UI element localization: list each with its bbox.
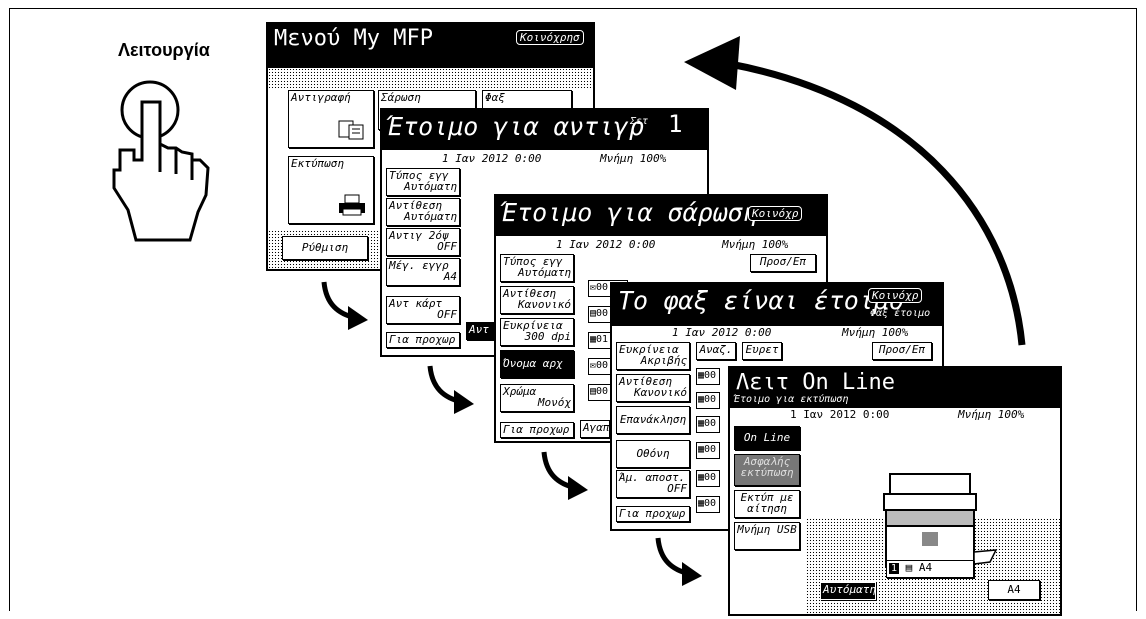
- fax-memory: Μνήμη 100%: [842, 326, 909, 339]
- tray-number-badge: 1: [889, 563, 900, 574]
- fax-index-button[interactable]: Ευρετ: [742, 342, 782, 360]
- hand-press-icon: [112, 80, 210, 242]
- fax-to-button[interactable]: Προσ/Επ: [872, 342, 932, 360]
- fax-shared-button[interactable]: Κοινόχρ: [868, 288, 923, 303]
- usb-memory-button[interactable]: Μνήμη USB: [734, 522, 800, 550]
- fax-icon: ▦: [698, 418, 705, 429]
- menu-title: Μενού My MFP: [274, 26, 433, 51]
- print-mode-button[interactable]: Εκτύπωση: [288, 156, 374, 224]
- next-arrow-2: [427, 365, 474, 414]
- secure-print-button[interactable]: Ασφαλής εκτύπωση: [734, 454, 800, 486]
- print-on-demand-button[interactable]: Εκτύπ με αίτηση: [734, 490, 800, 518]
- copy-partial-button[interactable]: Αντ: [466, 322, 496, 340]
- scan-shared-button[interactable]: Κοινόχρ: [748, 206, 803, 221]
- next-arrow-3: [541, 451, 588, 500]
- copy-memory: Μνήμη 100%: [600, 152, 667, 165]
- scan-date: 1 Ιαν 2012 0:00: [556, 238, 656, 251]
- scan-to-button[interactable]: Προσ/Επ: [750, 254, 816, 272]
- figure-frame: [9, 8, 1137, 611]
- scan-title: Έτοιμο για σάρωση: [502, 198, 758, 227]
- next-arrow-4: [655, 537, 702, 586]
- print-memory: Μνήμη 100%: [958, 408, 1025, 421]
- fax-address-row[interactable]: ▦00: [696, 496, 720, 513]
- scan-advanced-button[interactable]: Για προχωρ: [500, 422, 574, 438]
- fax-status: Φαξ έτοιμο: [870, 308, 931, 319]
- fax-icon: ▦: [698, 370, 705, 381]
- shared-button[interactable]: Κοινόχρησ: [516, 30, 584, 45]
- function-key-label: Λειτουργία: [118, 40, 210, 60]
- fax-address-row[interactable]: ▦00: [696, 442, 720, 459]
- paper-tray-button[interactable]: 1 ▤ A4: [886, 560, 974, 578]
- online-button[interactable]: On Line: [734, 426, 800, 450]
- fax-redial-button[interactable]: Επανάκληση: [616, 406, 690, 434]
- fax-date: 1 Ιαν 2012 0:00: [672, 326, 772, 339]
- settings-button[interactable]: Ρύθμιση: [282, 236, 368, 260]
- copy-title: Έτοιμο για αντιγρ: [388, 112, 644, 141]
- fax-icon: ▦: [698, 472, 705, 483]
- sets-label: Σετ: [630, 116, 649, 127]
- mail-icon: ✉: [590, 282, 597, 293]
- paper-icon: ▤: [905, 561, 913, 574]
- fax-address-row[interactable]: ▦00: [696, 470, 720, 487]
- fax-direct-tx-button[interactable]: Άμ. αποστ.OFF: [616, 470, 690, 498]
- copy-date: 1 Ιαν 2012 0:00: [442, 152, 542, 165]
- sets-value: 1: [668, 110, 683, 138]
- fax-icon: ▦: [698, 498, 705, 509]
- fax-icon: ▦: [698, 394, 705, 405]
- fax-display-button[interactable]: Οθόνη: [616, 440, 690, 468]
- printer-icon: [339, 194, 365, 216]
- ftp-icon: ▦: [590, 334, 597, 345]
- print-date: 1 Ιαν 2012 0:00: [790, 408, 890, 421]
- mail-icon: ✉: [590, 360, 597, 371]
- scan-partial-button[interactable]: Αγαπ: [580, 420, 610, 438]
- fax-address-row[interactable]: ▦00: [696, 368, 720, 385]
- print-title: Λειτ On Line: [736, 370, 895, 395]
- next-arrow-1: [321, 281, 368, 330]
- print-status: Έτοιμο για εκτύπωση: [734, 394, 849, 405]
- auto-select-button[interactable]: Αυτόματη: [820, 582, 876, 600]
- scan-memory: Μνήμη 100%: [722, 238, 789, 251]
- fax-address-row[interactable]: ▦00: [696, 416, 720, 433]
- scan-filename-button[interactable]: Όνομα αρχ: [500, 350, 574, 378]
- fax-advanced-button[interactable]: Για προχωρ: [616, 506, 690, 522]
- fax-title: Το φαξ είναι έτοιμο: [618, 286, 904, 315]
- fax-icon: ▦: [698, 444, 705, 455]
- copy-mode-button[interactable]: Αντιγραφή: [288, 90, 374, 148]
- fax-search-button[interactable]: Αναζ.: [696, 342, 736, 360]
- fax-address-row[interactable]: ▦00: [696, 392, 720, 409]
- print-online-screen: Λειτ On Line Έτοιμο για εκτύπωση 1 Ιαν 2…: [728, 366, 1062, 616]
- copy-icon: [338, 120, 364, 140]
- paper-size-button[interactable]: A4: [988, 580, 1040, 600]
- copy-advanced-button[interactable]: Για προχωρ: [386, 332, 460, 348]
- printer-illustration-icon: [883, 473, 998, 567]
- folder-icon: ▤: [590, 386, 597, 397]
- folder-icon: ▤: [590, 308, 597, 319]
